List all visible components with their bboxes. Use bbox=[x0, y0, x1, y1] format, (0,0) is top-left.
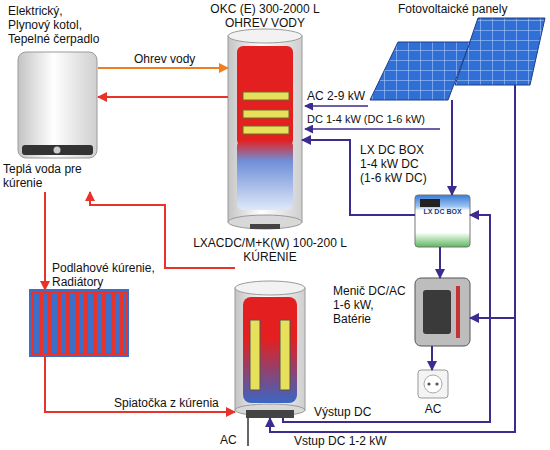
inverter: Menič DC/AC 1-6 kW, Batérie bbox=[415, 278, 470, 346]
note-label: DC 1-4 kW (DC 1-6 kW) bbox=[305, 113, 427, 125]
node-heading: OKC (E) 300-2000 L OHREV VODY bbox=[200, 2, 330, 30]
flow-connector bbox=[45, 356, 235, 412]
lxacdc-tank-drawing bbox=[235, 281, 305, 418]
dc-box-drawing bbox=[415, 195, 470, 247]
node-heading: LX DC BOX 1-4 kW DC (1-6 kW DC) bbox=[360, 143, 432, 185]
dc-wire bbox=[305, 128, 440, 130]
node-heading: Fotovoltaické panely bbox=[398, 2, 548, 16]
edge-label: Výstup DC bbox=[312, 406, 373, 419]
node-label: Teplá voda pre kúrenie bbox=[3, 162, 83, 190]
dc-box: LX DC BOX 1-4 kW DC (1-6 kW DC)LX DC BOX bbox=[415, 195, 470, 247]
ac-wire bbox=[305, 105, 368, 107]
node-heading: AC bbox=[413, 402, 453, 416]
socket-drawing bbox=[418, 370, 448, 398]
edge-label: Vstup DC 1-2 kW bbox=[292, 435, 389, 448]
flow-connector bbox=[98, 96, 228, 98]
flow-connector bbox=[451, 100, 453, 195]
floor-heating-drawing bbox=[30, 290, 128, 356]
flow-connector bbox=[270, 100, 515, 432]
note-label: AC 2-9 kW bbox=[305, 90, 367, 103]
floor-heating: Podlahové kúrenie, Radiátory bbox=[30, 290, 128, 356]
node-heading: LXACDC/M+K(W) 100-200 L KÚRENIE bbox=[185, 236, 355, 264]
socket: AC bbox=[418, 370, 448, 398]
ac-wire bbox=[247, 418, 249, 446]
note-label: AC bbox=[218, 434, 239, 447]
solar-panels-drawing bbox=[370, 18, 545, 100]
water-tank: OKC (E) 300-2000 L OHREV VODY bbox=[228, 30, 302, 228]
flow-connector bbox=[90, 192, 235, 268]
flow-connector bbox=[439, 247, 441, 278]
edge-label: Ohrev vody bbox=[132, 53, 197, 66]
node-label: LX DC BOX bbox=[417, 208, 468, 216]
node-heading: Elektrický, Plynový kotol, Tepelné čerpa… bbox=[8, 4, 108, 46]
boiler-drawing bbox=[18, 52, 97, 158]
flow-connector bbox=[98, 67, 228, 69]
solar-panels: Fotovoltaické panely bbox=[368, 18, 545, 100]
flow-connector bbox=[431, 346, 433, 370]
node-heading: Podlahové kúrenie, Radiátory bbox=[52, 261, 164, 289]
heat-source: Elektrický, Plynový kotol, Tepelné čerpa… bbox=[18, 52, 98, 192]
flow-connector bbox=[44, 192, 46, 290]
heating-tank: LXACDC/M+K(W) 100-200 L KÚRENIE bbox=[235, 280, 305, 418]
flow-connector bbox=[470, 100, 515, 318]
node-heading: Menič DC/AC 1-6 kW, Batérie bbox=[333, 284, 411, 326]
inverter-drawing bbox=[415, 278, 470, 346]
edge-label: Spiatočka z kúrenia bbox=[112, 397, 221, 410]
okc-tank-drawing bbox=[228, 29, 302, 229]
